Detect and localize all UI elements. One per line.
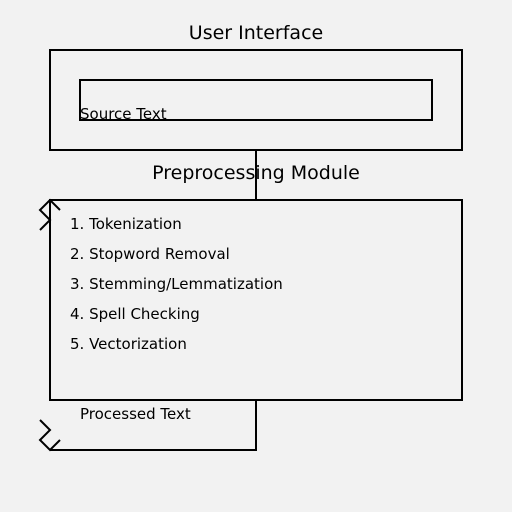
step-vectorization: 5. Vectorization xyxy=(70,335,187,353)
step-stemming-lemmatization: 3. Stemming/Lemmatization xyxy=(70,275,283,293)
user-interface-box xyxy=(49,49,463,151)
user-interface-title: User Interface xyxy=(188,22,324,44)
step-stopword-removal: 2. Stopword Removal xyxy=(70,245,230,263)
processed-text-label: Processed Text xyxy=(80,405,191,423)
connector-preprocessing-to-output xyxy=(50,400,257,451)
step-tokenization: 1. Tokenization xyxy=(70,215,182,233)
source-text-field-box xyxy=(79,79,433,121)
arrow-left-icon xyxy=(38,419,61,452)
source-text-label: Source Text xyxy=(80,105,167,123)
step-spell-checking: 4. Spell Checking xyxy=(70,305,200,323)
arrow-left-icon xyxy=(38,198,61,231)
preprocessing-module-title: Preprocessing Module xyxy=(152,162,360,184)
